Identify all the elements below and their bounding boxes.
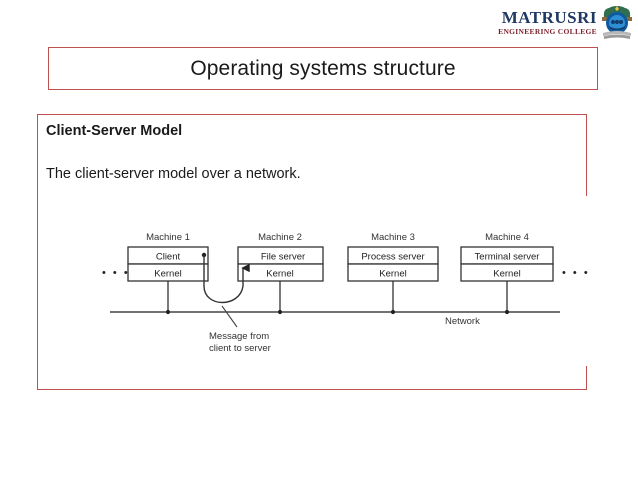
annotation-leader-line [221,305,238,328]
college-crest-icon [600,5,634,41]
machine-upper-4: Terminal server [475,252,540,263]
machine-title-4: Machine 4 [485,232,529,243]
diagram-svg: Machine 1 Machine 2 Machine 3 Machine 4 … [102,232,590,354]
machine-box-1: Client Kernel [127,246,209,282]
annotation-line-2: client to server [209,343,271,354]
slide-title-box: Operating systems structure [48,47,598,90]
machine-upper-3: Process server [361,252,424,263]
bus-node-4 [504,309,510,315]
left-ellipsis: • • • [102,267,130,279]
brand-logo-text: MATRUSRI ENGINEERING COLLEGE [498,9,597,37]
brand-name: MATRUSRI [501,8,597,27]
machine-lower-4: Kernel [493,269,520,280]
page-title: Operating systems structure [190,56,456,80]
content-body-text: The client-server model over a network. [46,166,301,182]
content-heading: Client-Server Model [46,123,183,139]
machine-lower-3: Kernel [379,269,406,280]
right-ellipsis: • • • [562,267,590,279]
client-server-diagram: Machine 1 Machine 2 Machine 3 Machine 4 … [80,196,600,366]
bus-node-2 [277,309,283,315]
machine-upper-2: File server [261,252,305,263]
machine-lower-2: Kernel [266,269,293,280]
bus-node-3 [390,309,396,315]
bus-node-1 [165,309,171,315]
machine-box-2: File server Kernel [237,246,324,282]
brand-subtitle: ENGINEERING COLLEGE [498,27,597,36]
machine-lower-1: Kernel [154,269,181,280]
machine-title-2: Machine 2 [258,232,302,243]
machine-title-3: Machine 3 [371,232,415,243]
machine-box-3: Process server Kernel [347,246,439,282]
annotation-line-1: Message from [209,331,269,342]
machine-title-1: Machine 1 [146,232,190,243]
message-flow-arrow [201,252,250,303]
machine-box-4: Terminal server Kernel [460,246,554,282]
brand-logo: MATRUSRI ENGINEERING COLLEGE [474,2,634,44]
machine-upper-1: Client [156,252,181,263]
network-label: Network [445,316,480,327]
